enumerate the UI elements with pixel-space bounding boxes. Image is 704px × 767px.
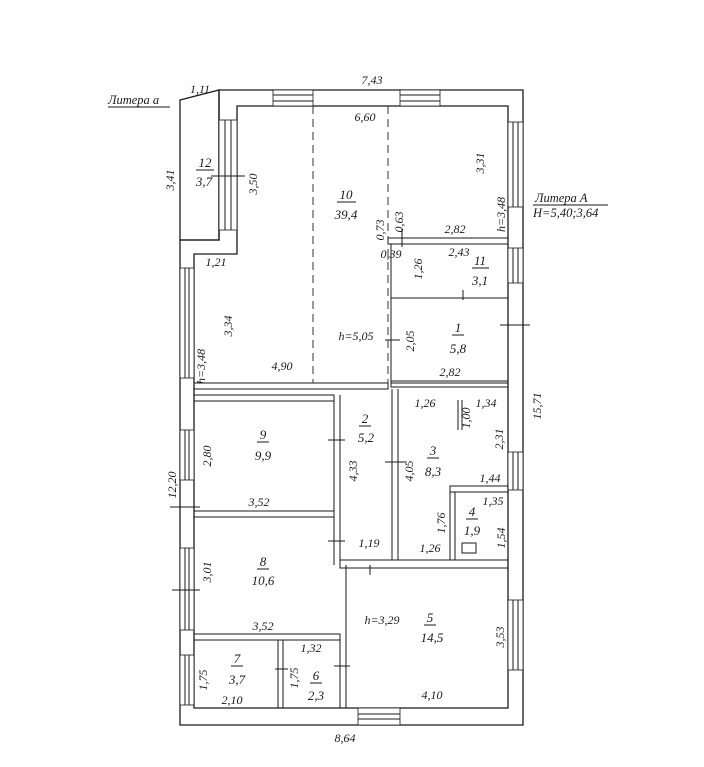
dim-1-75-r6: 1,75 [287, 668, 301, 689]
room-1-number: 1 [455, 320, 462, 335]
dim-2-82-r1: 2,82 [440, 365, 461, 379]
windows [179, 89, 524, 726]
room-2-number: 2 [362, 411, 369, 426]
room-10-area: 39,4 [334, 207, 358, 222]
dim-0-73: 0,73 [373, 220, 387, 241]
room-8-number: 8 [260, 554, 267, 569]
partitions [193, 106, 509, 708]
dim-1-26-r4: 1,26 [420, 541, 441, 555]
height-left: h=3,48 [194, 349, 208, 384]
dim-1-19: 1,19 [359, 536, 380, 550]
room-8-area: 10,6 [252, 573, 275, 588]
dim-1-32: 1,32 [301, 641, 322, 655]
room-7-area: 3,7 [228, 672, 246, 687]
room-5-number: 5 [427, 610, 434, 625]
dim-2-43: 2,43 [449, 245, 470, 259]
dim-4-90: 4,90 [272, 359, 293, 373]
dim-1-21: 1,21 [206, 255, 227, 269]
room-12-number: 12 [199, 155, 213, 170]
room-4-number: 4 [469, 504, 476, 519]
dim-1-00: 1,00 [459, 408, 473, 429]
room-labels: 12 3,7 10 39,4 11 3,1 1 5,8 2 5,2 9 9,9 … [195, 155, 489, 703]
dim-2-80: 2,80 [200, 446, 214, 467]
dim-3-52-r9: 3,52 [248, 495, 270, 509]
dim-8-64: 8,64 [335, 731, 356, 745]
room-3-number: 3 [429, 443, 437, 458]
room-1-area: 5,8 [450, 341, 467, 356]
height-labels: h=5,05 h=3,48 h=3,48 h=3,29 [194, 197, 508, 627]
dim-3-52-r8: 3,52 [252, 619, 274, 633]
dim-1-76: 1,76 [434, 513, 448, 534]
dim-3-31: 3,31 [473, 153, 487, 175]
dim-top-outer: 7,43 [362, 73, 383, 87]
dim-2-82-top: 2,82 [445, 222, 466, 236]
dim-4-33: 4,33 [346, 461, 360, 482]
room-9-number: 9 [260, 427, 267, 442]
room-11-area: 3,1 [471, 273, 488, 288]
room-3-area: 8,3 [425, 464, 442, 479]
room-7-number: 7 [234, 651, 241, 666]
dim-3-01: 3,01 [200, 562, 214, 584]
dim-12-20: 12,20 [165, 472, 179, 499]
room-4-area: 1,9 [464, 523, 481, 538]
dim-3-34: 3,34 [221, 316, 235, 338]
height-right: h=3,48 [494, 197, 508, 232]
dim-3-50: 3,50 [246, 174, 260, 196]
dim-15-71: 15,71 [530, 393, 544, 420]
room-10-number: 10 [340, 187, 354, 202]
dim-1-54: 1,54 [494, 528, 508, 549]
room-9-area: 9,9 [255, 448, 272, 463]
dim-0-39: 0,39 [381, 247, 402, 261]
dim-2-31: 2,31 [492, 429, 506, 450]
room-6-number: 6 [313, 668, 320, 683]
dim-1-26-r11: 1,26 [411, 259, 425, 280]
dimension-labels: 7,43 6,60 1,11 3,41 3,50 3,31 1,21 0,73 … [163, 73, 544, 745]
dim-2-10: 2,10 [222, 693, 243, 707]
dimension-ticks [170, 175, 530, 670]
dim-1-34: 1,34 [476, 396, 497, 410]
room-5-area: 14,5 [421, 630, 444, 645]
outer-walls [179, 89, 524, 726]
dim-4-05: 4,05 [402, 461, 416, 482]
dim-3-53: 3,53 [493, 627, 507, 649]
room-6-area: 2,3 [308, 688, 325, 703]
dim-top-inner: 6,60 [355, 110, 376, 124]
room-12-area: 3,7 [195, 174, 213, 189]
litera-labels: Литера а Литера А H=5,40;3,64 [107, 93, 608, 220]
dim-2-05: 2,05 [403, 331, 417, 352]
dim-1-75-r7: 1,75 [196, 670, 210, 691]
litera-a-small-label: Литера а [107, 93, 159, 107]
dim-1-35: 1,35 [483, 494, 504, 508]
dim-0-63: 0,63 [392, 212, 406, 233]
dim-1-26-r3: 1,26 [415, 396, 436, 410]
room-11-number: 11 [474, 253, 486, 268]
litera-A-label: Литера А [534, 191, 588, 205]
dim-4-10: 4,10 [422, 688, 443, 702]
dim-1-11: 1,11 [190, 82, 210, 96]
litera-A-heights: H=5,40;3,64 [532, 206, 598, 220]
height-room-5: h=3,29 [364, 613, 399, 627]
height-room-10: h=5,05 [338, 329, 373, 343]
dim-3-41: 3,41 [163, 170, 177, 192]
room-2-area: 5,2 [358, 430, 375, 445]
dim-1-44: 1,44 [480, 471, 501, 485]
